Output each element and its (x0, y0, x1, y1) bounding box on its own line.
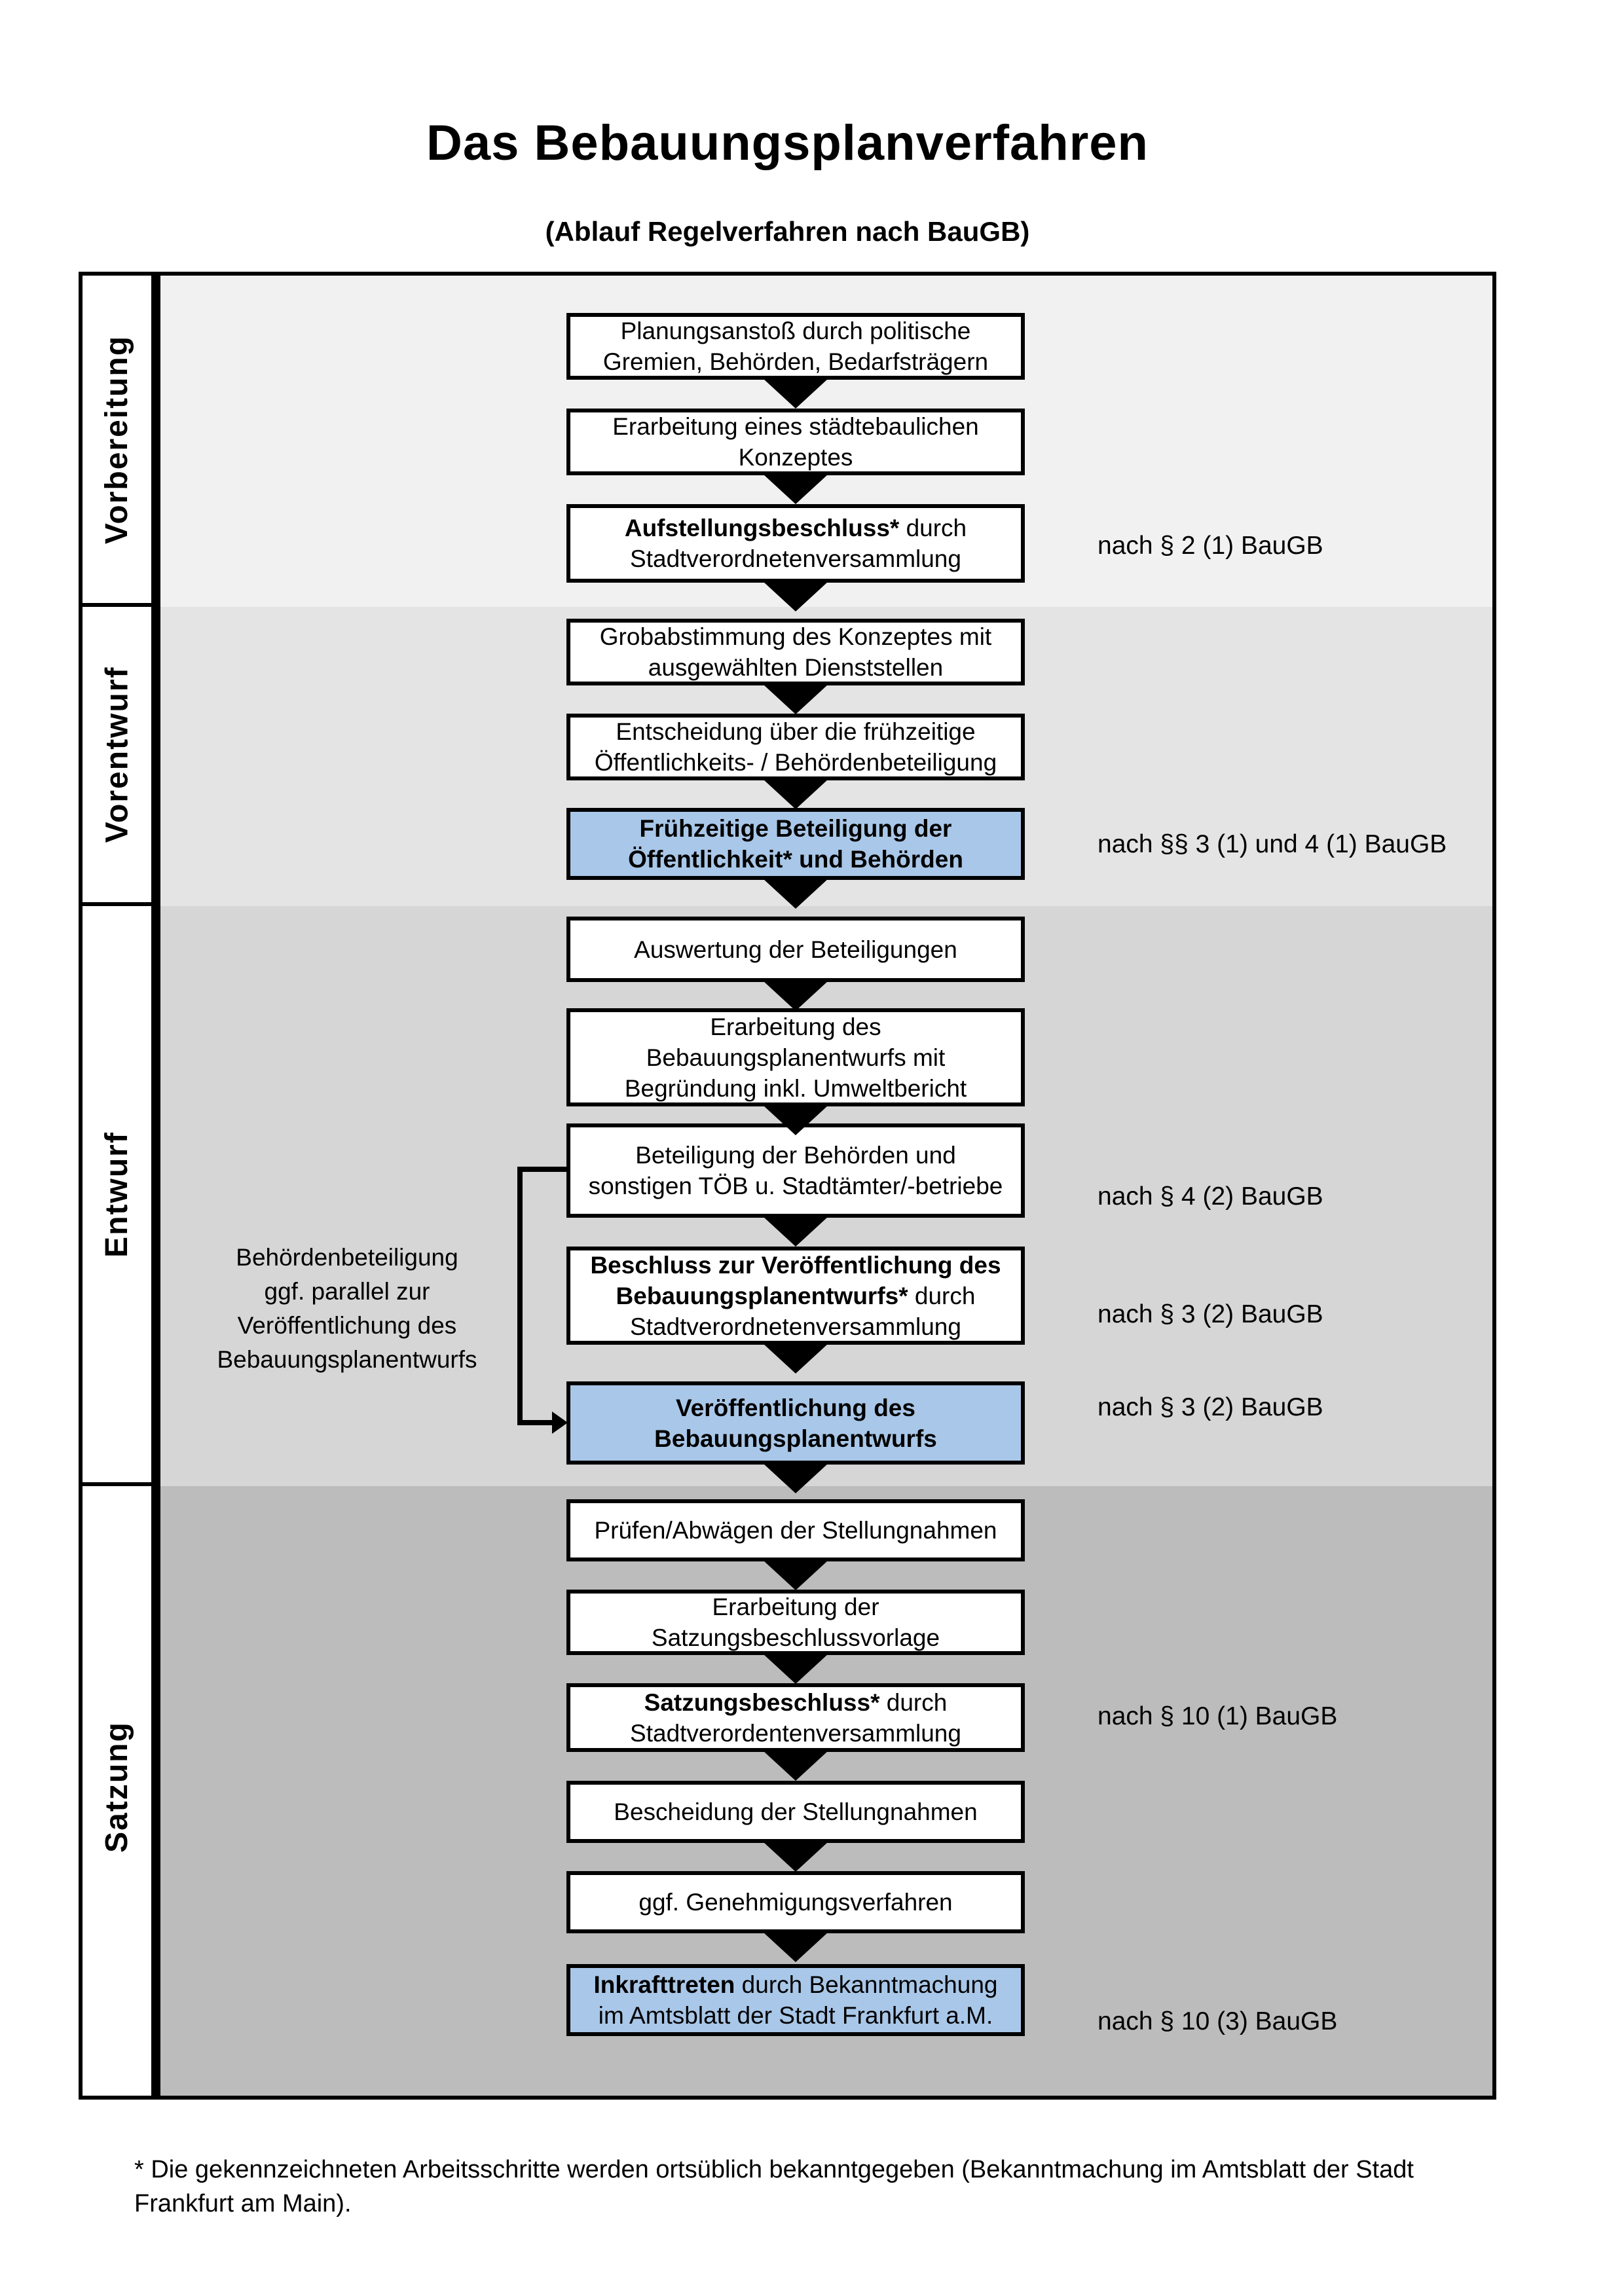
box-text-line: Bescheidung der Stellungnahmen (614, 1798, 978, 1825)
arrow-down-icon (763, 1654, 828, 1684)
flow-box-inkrafttreten: Inkrafttreten durch Bekanntmachung im Amt… (566, 1964, 1025, 2036)
connector-line-horizontal (517, 1167, 566, 1172)
arrow-down-icon (763, 1105, 828, 1135)
box-text-line: Beteiligung der Behörden und (635, 1142, 956, 1169)
arrow-down-icon (763, 879, 828, 909)
box-text-line: Beschluss zur Veröffentlichung des (590, 1251, 1001, 1279)
arrow-down-icon (763, 684, 828, 714)
arrow-down-icon (763, 1216, 828, 1247)
box-text-line: sonstigen TÖB u. Stadtämter/-betriebe (588, 1173, 1003, 1199)
arrow-down-icon (763, 1343, 828, 1374)
box-text-line: Bebauungsplanentwurfs (654, 1425, 937, 1452)
flow-box-auswertung: Auswertung der Beteiligungen (566, 917, 1025, 982)
connector-line-horizontal (517, 1420, 553, 1425)
side-note: Behördenbeteiligung ggf. parallel zur Ve… (190, 1241, 504, 1377)
flow-box-behoerden-beteiligung: Beteiligung der Behörden und sonstigen TÖ… (566, 1123, 1025, 1218)
legal-annotation: nach § 2 (1) BauGB (1098, 532, 1323, 560)
box-text-line: Öffentlichkeit* und Behörden (628, 846, 963, 873)
box-text-line: Erarbeitung der (712, 1594, 879, 1620)
box-text-line: Planungsanstoß durch politische (620, 318, 971, 344)
footnote: * Die gekennzeichneten Arbeitsschritte w… (134, 2156, 1414, 2217)
side-note-line: Behördenbeteiligung (236, 1244, 458, 1271)
box-text-line: Satzungsbeschlussvorlage (651, 1624, 940, 1651)
legal-annotation: nach § 10 (3) BauGB (1098, 2007, 1338, 2035)
legal-annotation: nach § 4 (2) BauGB (1098, 1182, 1323, 1211)
box-text-line: Konzeptes (738, 444, 853, 471)
box-text-line: ausgewählten Dienststellen (648, 654, 944, 681)
arrow-down-icon (763, 1842, 828, 1872)
box-text-line: Aufstellungsbeschluss* durch (624, 515, 967, 541)
arrow-down-icon (763, 1560, 828, 1590)
flow-box-pruefen-abwaegen: Prüfen/Abwägen der Stellungnahmen (566, 1499, 1025, 1561)
box-text-line: Begründung inkl. Umweltbericht (624, 1074, 967, 1102)
flow-box-grobabstimmung: Grobabstimmung des Konzeptes mit ausgewäh… (566, 619, 1025, 685)
side-note-line: ggf. parallel zur (264, 1278, 430, 1305)
legal-annotation: nach § 3 (2) BauGB (1098, 1300, 1323, 1328)
box-text-line: Inkrafttreten durch Bekanntmachung (593, 1971, 998, 1998)
side-note-line: Veröffentlichung des (237, 1312, 457, 1339)
flow-box-genehmigungsverfahren: ggf. Genehmigungsverfahren (566, 1871, 1025, 1933)
box-text-line: ggf. Genehmigungsverfahren (638, 1889, 953, 1916)
phase-column: Vorbereitung Vorentwurf Entwurf Satzung (83, 276, 160, 2096)
legal-annotation: nach § 3 (2) BauGB (1098, 1393, 1323, 1421)
box-text-line: Prüfen/Abwägen der Stellungnahmen (594, 1517, 997, 1544)
phase-label-satzung: Satzung (100, 1721, 134, 1853)
arrow-down-icon (763, 1751, 828, 1781)
side-note-line: Bebauungsplanentwurfs (217, 1346, 477, 1373)
arrow-down-icon (763, 378, 828, 409)
box-text-line: Gremien, Behörden, Bedarfsträgern (602, 348, 989, 375)
box-text-line: Erarbeitung des (710, 1013, 881, 1040)
box-text-line: Grobabstimmung des Konzeptes mit (599, 623, 992, 650)
box-text-line: Entscheidung über die frühzeitige (616, 718, 976, 745)
phase-cell-satzung: Satzung (83, 1486, 151, 2088)
box-text-line: Satzungsbeschluss* durch (644, 1688, 948, 1716)
box-text-line: Stadtverordentenversammlung (630, 1719, 961, 1747)
box-text-line: Öffentlichkeits- / Behördenbeteiligung (594, 749, 997, 776)
flow-box-bescheidung: Bescheidung der Stellungnahmen (566, 1781, 1025, 1843)
phase-label-vorbereitung: Vorbereitung (100, 335, 134, 544)
box-text-line: Erarbeitung eines städtebaulichen (612, 413, 979, 440)
box-text-line: Frühzeitige Beteiligung der (639, 815, 952, 842)
page-subtitle: (Ablauf Regelverfahren nach BauGB) (545, 216, 1030, 247)
box-text-line: Bebauungsplanentwurfs mit (646, 1044, 946, 1071)
legal-annotation: nach §§ 3 (1) und 4 (1) BauGB (1098, 830, 1447, 858)
phase-label-vorentwurf: Vorentwurf (100, 666, 134, 843)
phase-cell-entwurf: Entwurf (83, 906, 151, 1486)
arrow-down-icon (763, 581, 828, 611)
arrow-down-icon (763, 1932, 828, 1962)
box-text-line: Stadtverordnetenversammlung (630, 1313, 961, 1340)
box-text-line: Veröffentlichung des (676, 1394, 915, 1421)
arrow-right-icon (552, 1412, 568, 1434)
box-text-line: Auswertung der Beteiligungen (634, 936, 957, 963)
connector-line-vertical (517, 1167, 523, 1422)
arrow-down-icon (763, 474, 828, 504)
phase-cell-vorbereitung: Vorbereitung (83, 276, 151, 607)
page-title: Das Bebauungsplanverfahren (426, 115, 1149, 171)
phase-cell-vorentwurf: Vorentwurf (83, 607, 151, 906)
arrow-down-icon (763, 981, 828, 1011)
box-text-line: Stadtverordnetenversammlung (630, 545, 961, 572)
arrow-down-icon (763, 1463, 828, 1493)
arrow-down-icon (763, 779, 828, 809)
phase-label-entwurf: Entwurf (100, 1131, 135, 1258)
box-text-line: Bebauungsplanentwurfs* durch (616, 1282, 976, 1309)
box-text-line: im Amtsblatt der Stadt Frankfurt a.M. (598, 2002, 993, 2029)
legal-annotation: nach § 10 (1) BauGB (1098, 1702, 1338, 1730)
